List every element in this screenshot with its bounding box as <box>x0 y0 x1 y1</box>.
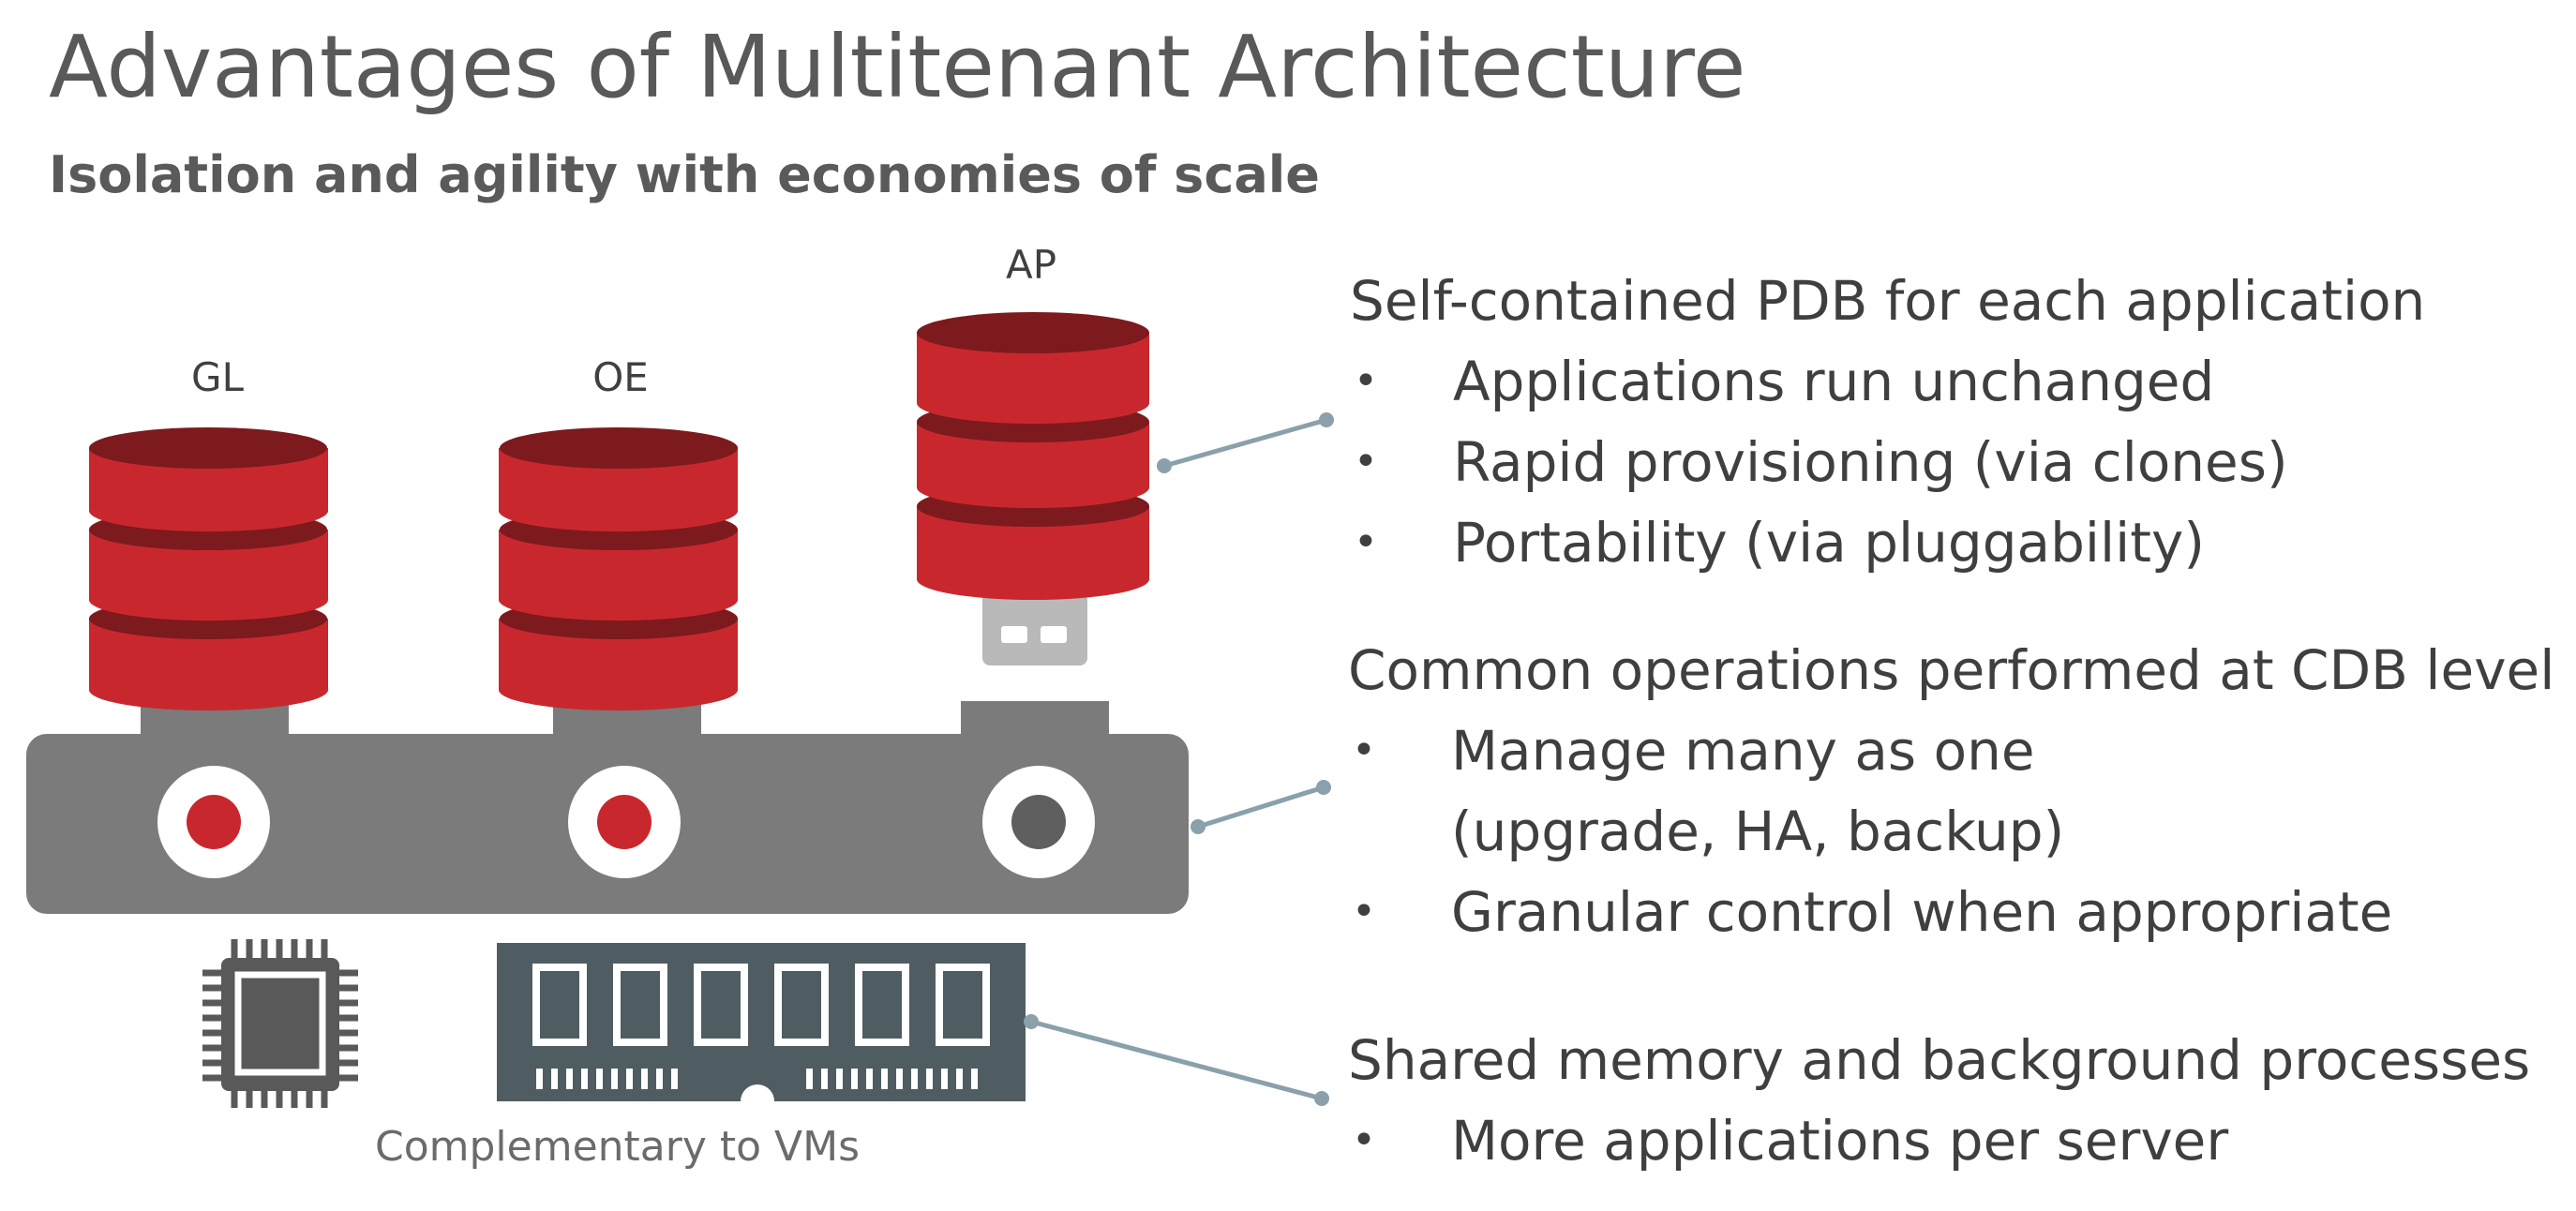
oe-socket <box>568 766 681 878</box>
gl-database-icon <box>89 427 328 711</box>
bullet-text: More applications per server <box>1451 1109 2229 1173</box>
gl-label: GL <box>191 354 244 400</box>
section-heading: Shared memory and background processes <box>1348 1028 2531 1092</box>
bullet-text: Granular control when appropriate <box>1451 880 2393 944</box>
bullet-text: Portability (via pluggability) <box>1453 511 2205 575</box>
bullet-list: • Manage many as one (upgrade, HA, backup)… <box>1348 710 2567 952</box>
gl-socket <box>157 766 270 878</box>
bullet-item: • Portability (via pluggability) <box>1350 502 2569 583</box>
bullet-text: Applications run unchanged <box>1453 350 2215 413</box>
bullet-item: • Manage many as one (upgrade, HA, backup) <box>1348 710 2567 872</box>
bullet-glyph: • <box>1352 726 1376 774</box>
ap-empty-socket <box>982 766 1095 878</box>
section-cdb: Common operations performed at CDB level… <box>1348 630 2567 952</box>
section-shared-memory: Shared memory and background processes •… <box>1348 1020 2567 1181</box>
bullet-glyph: • <box>1352 1116 1376 1164</box>
bullet-text: Rapid provisioning (via clones) <box>1453 430 2288 494</box>
bullet-list: • Applications run unchanged • Rapid provi… <box>1350 341 2569 583</box>
complementary-caption: Complementary to VMs <box>375 1123 861 1171</box>
bullet-item: • Rapid provisioning (via clones) <box>1350 422 2569 502</box>
callout-line-memory <box>1024 1014 1329 1106</box>
slide-subtitle: Isolation and agility with economies of … <box>49 145 1320 204</box>
bullet-glyph: • <box>1354 438 1378 486</box>
slide-title: Advantages of Multitenant Architecture <box>49 17 1746 117</box>
cpu-chip-icon <box>202 939 358 1108</box>
memory-module-icon <box>497 943 1026 1101</box>
bullet-text-continuation: (upgrade, HA, backup) <box>1451 800 2065 863</box>
usb-plug <box>982 591 1087 665</box>
callout-line-pdb <box>1157 412 1334 473</box>
bullet-list: • More applications per server <box>1348 1100 2567 1181</box>
bullet-text: Manage many as one <box>1451 719 2035 783</box>
callout-line-cdb <box>1191 780 1331 834</box>
bullet-item: • Granular control when appropriate <box>1348 872 2567 952</box>
section-heading: Common operations performed at CDB level <box>1348 638 2555 702</box>
ap-pluggable-database-icon <box>917 312 1149 665</box>
bullet-glyph: • <box>1354 357 1378 405</box>
bullet-item: • More applications per server <box>1348 1100 2567 1181</box>
bullet-glyph: • <box>1354 518 1378 566</box>
bullet-glyph: • <box>1352 888 1376 935</box>
section-heading: Self-contained PDB for each application <box>1350 269 2426 333</box>
section-pdb: Self-contained PDB for each application … <box>1350 261 2569 583</box>
oe-label: OE <box>592 354 649 400</box>
oe-database-icon <box>499 427 738 711</box>
ap-port <box>961 701 1109 739</box>
ap-label: AP <box>1005 242 1057 288</box>
bullet-item: • Applications run unchanged <box>1350 341 2569 422</box>
